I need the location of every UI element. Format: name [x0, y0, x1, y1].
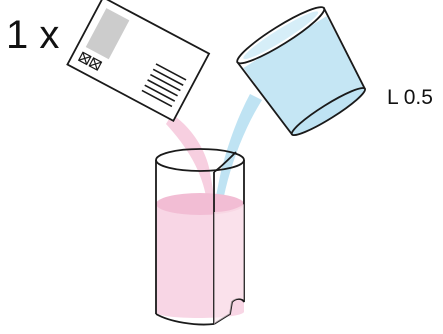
powder-sachet-icon	[67, 0, 209, 121]
water-stream-icon	[216, 94, 262, 196]
powder-stream-icon	[166, 114, 214, 196]
water-volume-label: L 0.5	[387, 86, 433, 109]
packet-quantity-label: 1 x	[6, 13, 59, 57]
water-cup-icon	[233, 1, 376, 145]
